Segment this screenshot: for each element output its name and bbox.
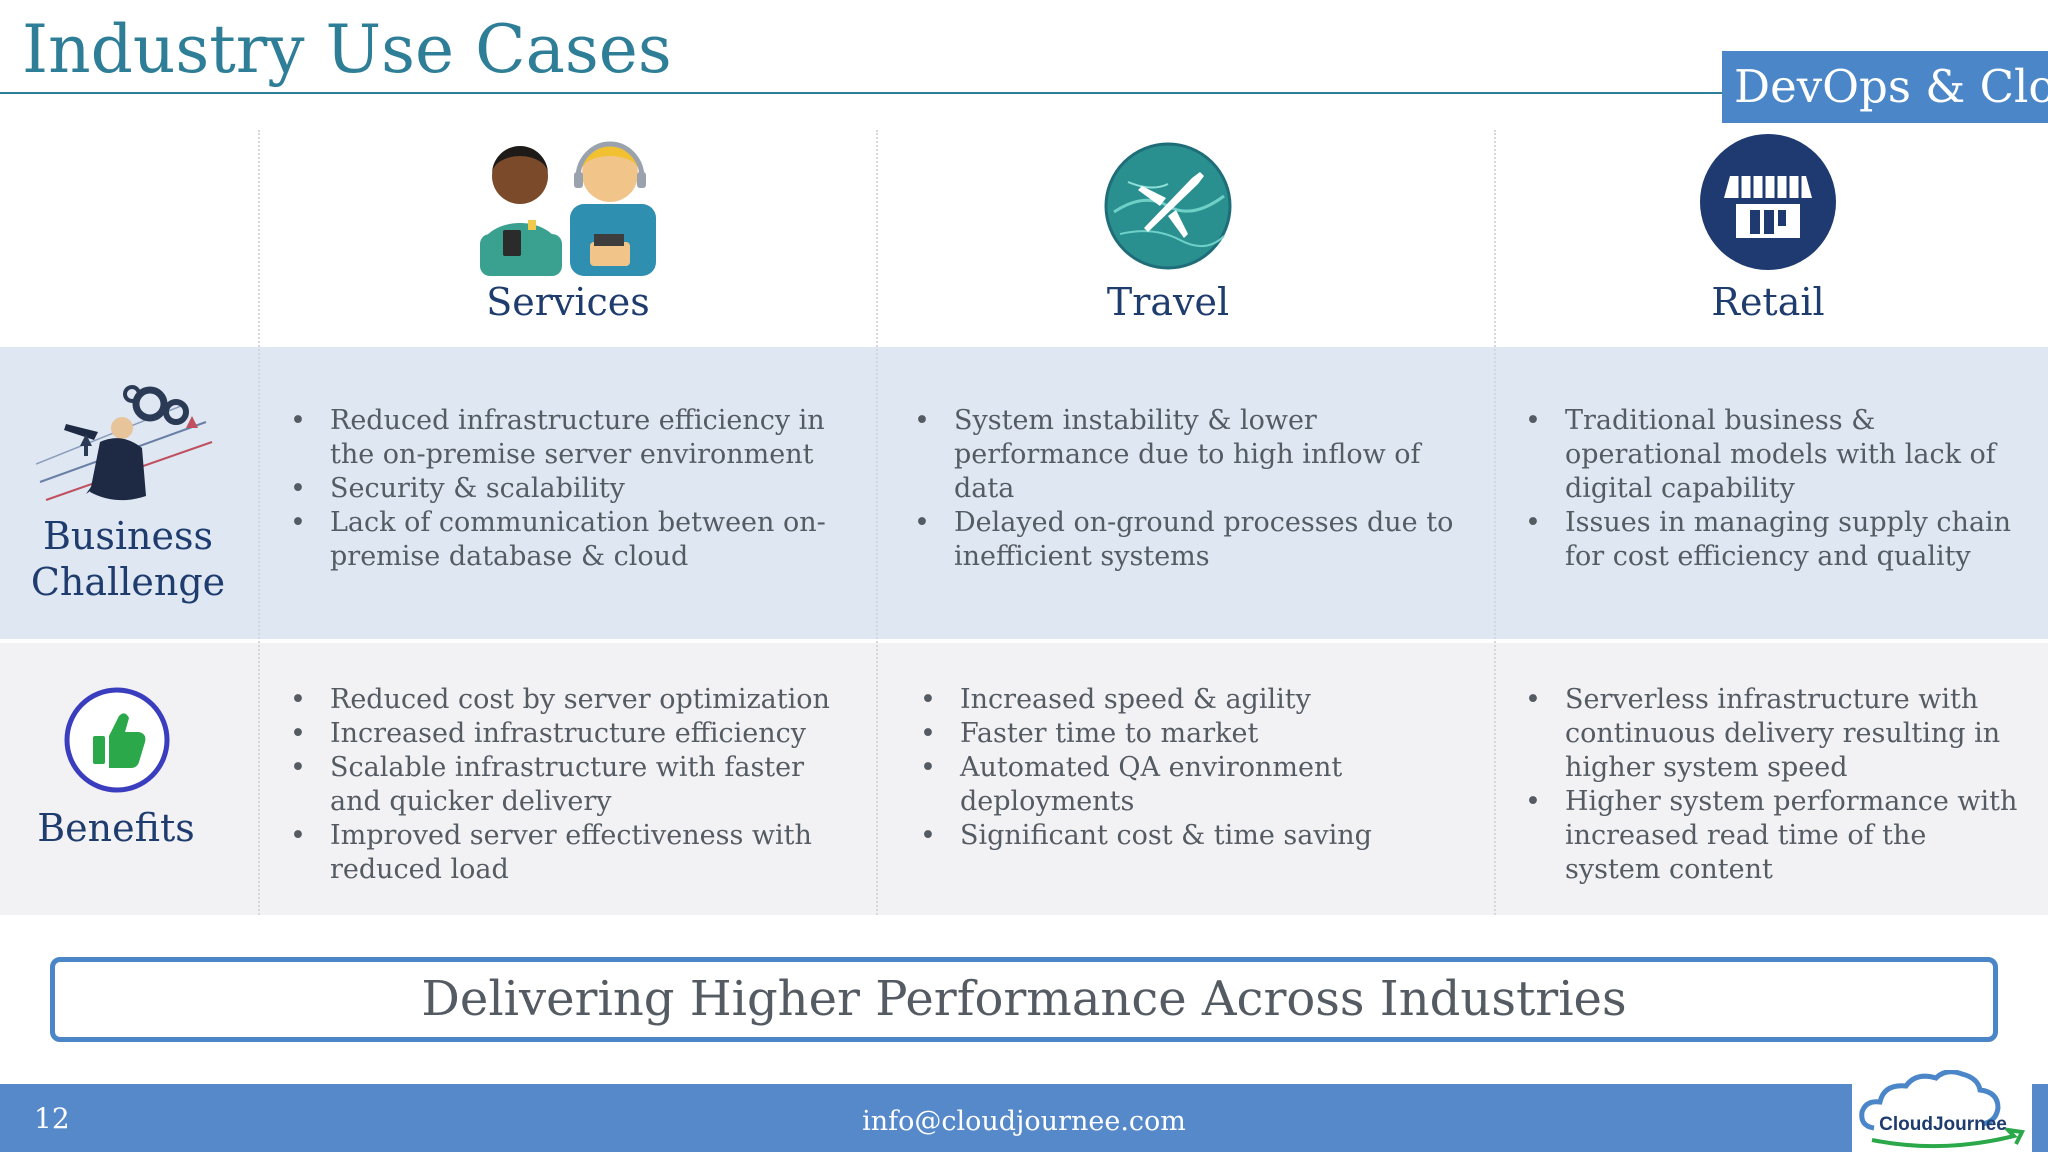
row-label-line-2: Challenge bbox=[30, 559, 226, 604]
column-label-travel: Travel bbox=[1106, 280, 1230, 324]
challenge-list-services: Reduced infrastructure efficiency in the… bbox=[290, 404, 830, 574]
list-item: Delayed on-ground processes due to ineff… bbox=[914, 506, 1454, 574]
list-item: Automated QA environment deployments bbox=[920, 751, 1480, 819]
logo-wordmark: CloudJournee bbox=[1879, 1114, 2007, 1135]
support-people-icon bbox=[480, 134, 656, 280]
footer-edge bbox=[2032, 1084, 2048, 1152]
list-item: Security & scalability bbox=[290, 472, 830, 506]
page-title: Industry Use Cases bbox=[22, 11, 672, 88]
column-label-retail: Retail bbox=[1711, 280, 1825, 324]
section-tag: DevOps & Cloud bbox=[1722, 51, 2048, 123]
column-divider bbox=[258, 130, 260, 915]
list-item: Improved server effectiveness with reduc… bbox=[290, 819, 830, 887]
row-label-line-1: Business bbox=[42, 514, 214, 558]
challenge-list-travel: System instability & lower performance d… bbox=[914, 404, 1454, 574]
column-divider bbox=[1494, 130, 1496, 915]
page-number: 12 bbox=[34, 1102, 70, 1135]
column-label-services: Services bbox=[486, 280, 650, 324]
list-item: Faster time to market bbox=[920, 717, 1480, 751]
footer-email[interactable]: info@cloudjournee.com bbox=[862, 1106, 1186, 1137]
list-item: Issues in managing supply chain for cost… bbox=[1525, 506, 2025, 574]
cloud-logo-icon bbox=[1859, 1069, 2026, 1149]
benefits-list-services: Reduced cost by server optimization Incr… bbox=[290, 683, 830, 887]
list-item: System instability & lower performance d… bbox=[914, 404, 1454, 506]
benefits-list-travel: Increased speed & agility Faster time to… bbox=[920, 683, 1480, 853]
company-logo: CloudJournee bbox=[1852, 1069, 2032, 1152]
list-item: Reduced infrastructure efficiency in the… bbox=[290, 404, 830, 472]
list-item: Significant cost & time saving bbox=[920, 819, 1480, 853]
businessman-gears-icon bbox=[35, 382, 214, 510]
footer-bar bbox=[0, 1084, 1852, 1152]
list-item: Lack of communication between on-premise… bbox=[290, 506, 830, 574]
challenge-list-retail: Traditional business & operational model… bbox=[1525, 404, 2025, 574]
list-item: Serverless infrastructure with continuou… bbox=[1525, 683, 2025, 785]
column-divider bbox=[876, 130, 878, 915]
summary-banner: Delivering Higher Performance Across Ind… bbox=[50, 957, 1998, 1042]
list-item: Increased infrastructure efficiency bbox=[290, 717, 830, 751]
list-item: Reduced cost by server optimization bbox=[290, 683, 830, 717]
title-divider bbox=[0, 92, 1722, 94]
list-item: Scalable infrastructure with faster and … bbox=[290, 751, 830, 819]
airplane-globe-icon bbox=[1104, 142, 1232, 274]
list-item: Increased speed & agility bbox=[920, 683, 1480, 717]
thumbs-up-icon bbox=[63, 686, 171, 798]
storefront-icon bbox=[1700, 134, 1836, 274]
list-item: Traditional business & operational model… bbox=[1525, 404, 2025, 506]
row-label-business-challenge: Business Challenge bbox=[28, 514, 228, 605]
benefits-list-retail: Serverless infrastructure with continuou… bbox=[1525, 683, 2025, 887]
list-item: Higher system performance with increased… bbox=[1525, 785, 2025, 887]
row-label-benefits: Benefits bbox=[37, 806, 195, 850]
